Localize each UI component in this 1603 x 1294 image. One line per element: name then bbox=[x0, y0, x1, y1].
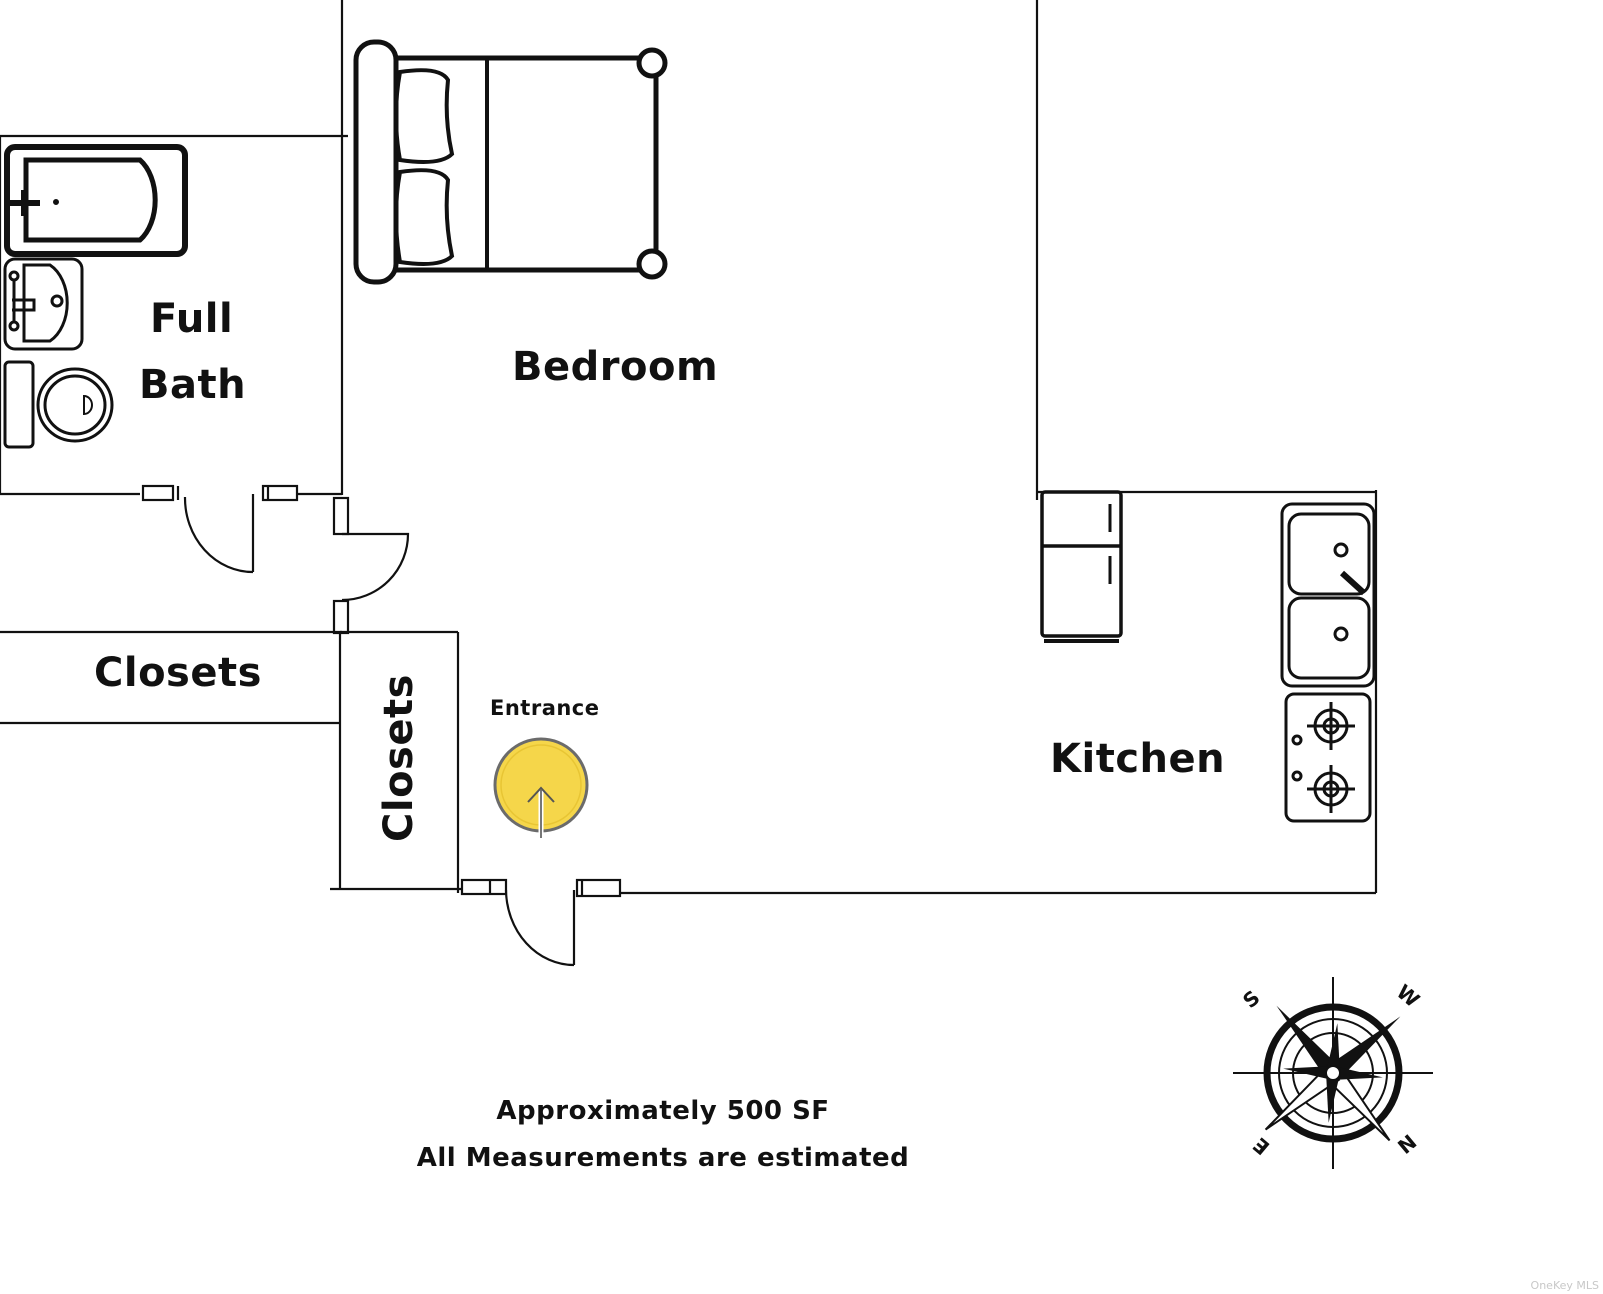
bath-label-line1: Full bbox=[150, 296, 234, 342]
watermark: OneKey MLS bbox=[1530, 1279, 1599, 1292]
closets-label-horizontal: Closets bbox=[94, 650, 262, 696]
entrance-arrow-icon bbox=[493, 737, 589, 838]
bedroom-label: Bedroom bbox=[512, 344, 719, 390]
bed-icon bbox=[353, 39, 668, 285]
bath-door bbox=[141, 484, 299, 574]
closets-label-vertical: Closets bbox=[376, 674, 422, 842]
compass-rose-icon bbox=[1233, 977, 1433, 1169]
entrance-label: Entrance bbox=[490, 696, 600, 720]
sink-icon bbox=[3, 257, 84, 351]
bathtub-icon bbox=[4, 144, 188, 257]
refrigerator-icon bbox=[1040, 490, 1123, 643]
entrance-door bbox=[460, 878, 622, 967]
area-note: Approximately 500 SF bbox=[496, 1096, 830, 1126]
bath-label-line2: Bath bbox=[139, 362, 247, 408]
disclaimer-note: All Measurements are estimated bbox=[416, 1143, 910, 1173]
double-sink-icon bbox=[1280, 502, 1376, 688]
closet-door bbox=[332, 496, 410, 635]
toilet-icon bbox=[3, 360, 114, 449]
kitchen-label: Kitchen bbox=[1050, 736, 1226, 782]
stove-icon bbox=[1284, 692, 1372, 823]
walls bbox=[0, 0, 1378, 895]
